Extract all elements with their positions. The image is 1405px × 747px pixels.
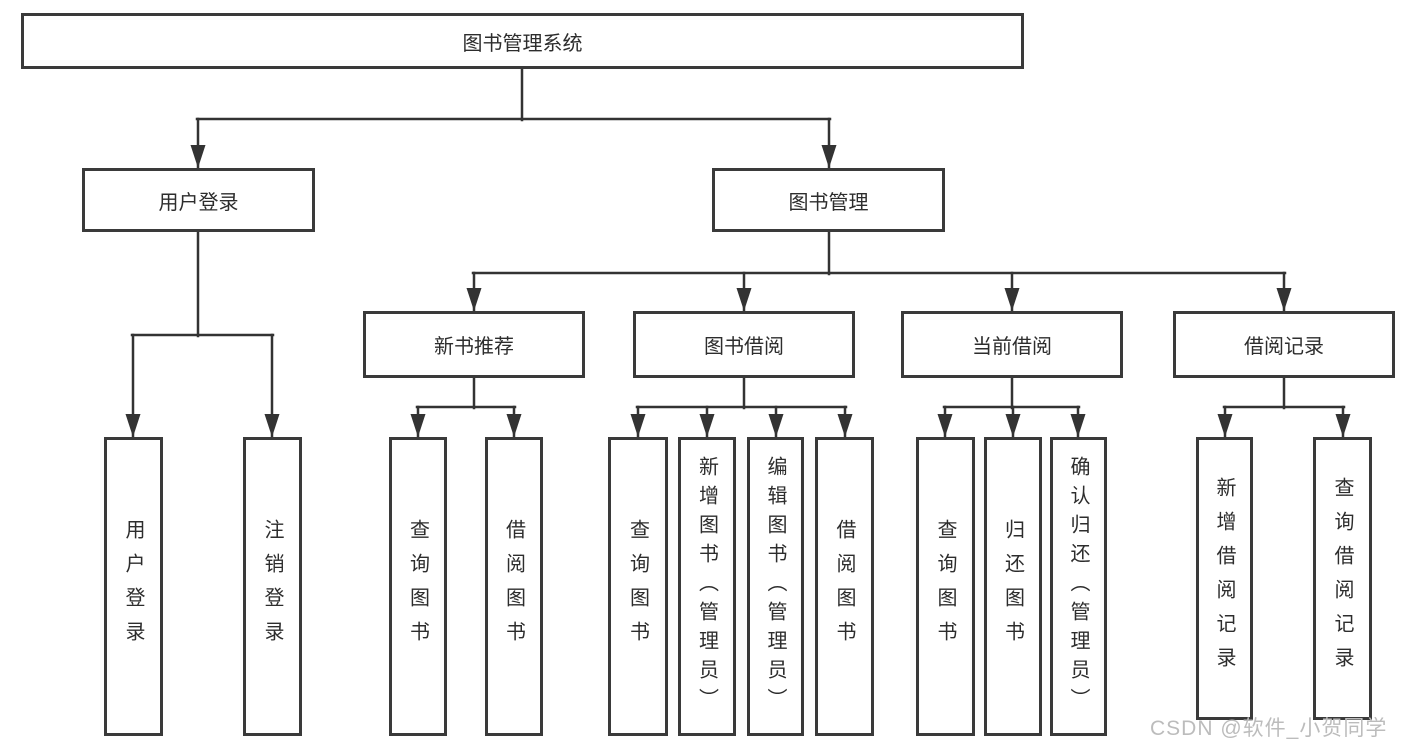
node-new-book-recommend: 新书推荐	[363, 311, 585, 378]
node-logout: 注销登录	[243, 437, 302, 736]
node-confirm-return-admin: 确认归还（管理员）	[1050, 437, 1107, 736]
node-return-books: 归还图书	[984, 437, 1042, 736]
node-recommend-borrow-books-label: 借阅图书	[502, 518, 525, 655]
node-user-login-label: 用户登录	[158, 191, 239, 214]
node-return-books-label: 归还图书	[1001, 518, 1024, 655]
node-new-book-recommend-label: 新书推荐	[434, 336, 514, 358]
node-borrow-records-label: 借阅记录	[1244, 336, 1324, 358]
node-book-borrow-label: 图书借阅	[704, 336, 784, 358]
node-borrow-query-books-label: 查询图书	[626, 518, 649, 655]
node-current-query-books: 查询图书	[916, 437, 975, 736]
node-current-query-books-label: 查询图书	[934, 518, 956, 655]
node-query-borrow-record-label: 查询借阅记录	[1331, 476, 1353, 681]
node-query-borrow-record: 查询借阅记录	[1313, 437, 1372, 720]
node-borrow-query-books: 查询图书	[608, 437, 668, 736]
node-book-management: 图书管理	[712, 168, 945, 232]
node-user-login: 用户登录	[82, 168, 315, 232]
node-recommend-query-books: 查询图书	[389, 437, 447, 736]
node-root: 图书管理系统	[21, 13, 1024, 69]
node-add-borrow-record: 新增借阅记录	[1196, 437, 1253, 720]
node-root-label: 图书管理系统	[462, 32, 583, 55]
node-borrow-borrow-books: 借阅图书	[815, 437, 874, 736]
node-current-borrow-label: 当前借阅	[972, 336, 1052, 358]
csdn-watermark: CSDN @软件_小贺同学	[1150, 717, 1388, 740]
node-current-borrow: 当前借阅	[901, 311, 1123, 378]
node-recommend-query-books-label: 查询图书	[406, 518, 429, 655]
node-edit-books-admin: 编辑图书（管理员）	[747, 437, 804, 736]
node-borrow-borrow-books-label: 借阅图书	[833, 518, 855, 655]
node-logout-label: 注销登录	[261, 518, 283, 655]
node-confirm-return-admin-label: 确认归还（管理员）	[1067, 456, 1089, 717]
node-borrow-records: 借阅记录	[1173, 311, 1395, 378]
node-recommend-borrow-books: 借阅图书	[485, 437, 543, 736]
node-add-books-admin-label: 新增图书（管理员）	[695, 456, 718, 717]
node-login: 用户登录	[104, 437, 163, 736]
node-book-management-label: 图书管理	[788, 191, 869, 214]
node-login-label: 用户登录	[122, 518, 144, 655]
node-edit-books-admin-label: 编辑图书（管理员）	[764, 456, 786, 717]
node-add-borrow-record-label: 新增借阅记录	[1213, 476, 1235, 681]
node-book-borrow: 图书借阅	[633, 311, 855, 378]
node-add-books-admin: 新增图书（管理员）	[678, 437, 736, 736]
